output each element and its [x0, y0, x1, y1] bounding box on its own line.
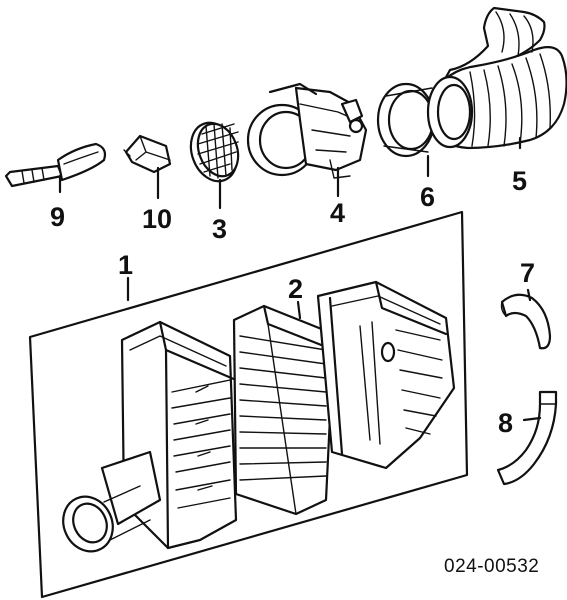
part-4-air-mass-meter [246, 82, 368, 179]
callout-9: 9 [50, 202, 65, 232]
assembly-outline [28, 210, 469, 599]
callout-4: 4 [330, 198, 345, 228]
callout-10: 10 [142, 204, 172, 234]
part-1-housing [62, 320, 238, 553]
part-3-screen [189, 121, 240, 183]
callout-3: 3 [212, 214, 227, 244]
callout-8: 8 [498, 408, 513, 438]
callout-5: 5 [512, 166, 527, 196]
callout-6: 6 [420, 182, 435, 212]
part-1-cover [316, 280, 456, 470]
part-7-hose [500, 293, 552, 350]
callout-7: 7 [520, 258, 535, 288]
callout-2: 2 [288, 274, 303, 304]
diagram-code: 024-00532 [444, 556, 539, 577]
leader-lines [58, 136, 542, 422]
part-5-intake-hose [426, 6, 567, 150]
callout-1: 1 [118, 250, 133, 280]
part-10-connector [123, 134, 172, 174]
part-9-sensor [4, 142, 107, 188]
part-6-clamp [376, 82, 436, 158]
part-8-hose [496, 390, 558, 486]
part-2-filter [232, 304, 336, 516]
